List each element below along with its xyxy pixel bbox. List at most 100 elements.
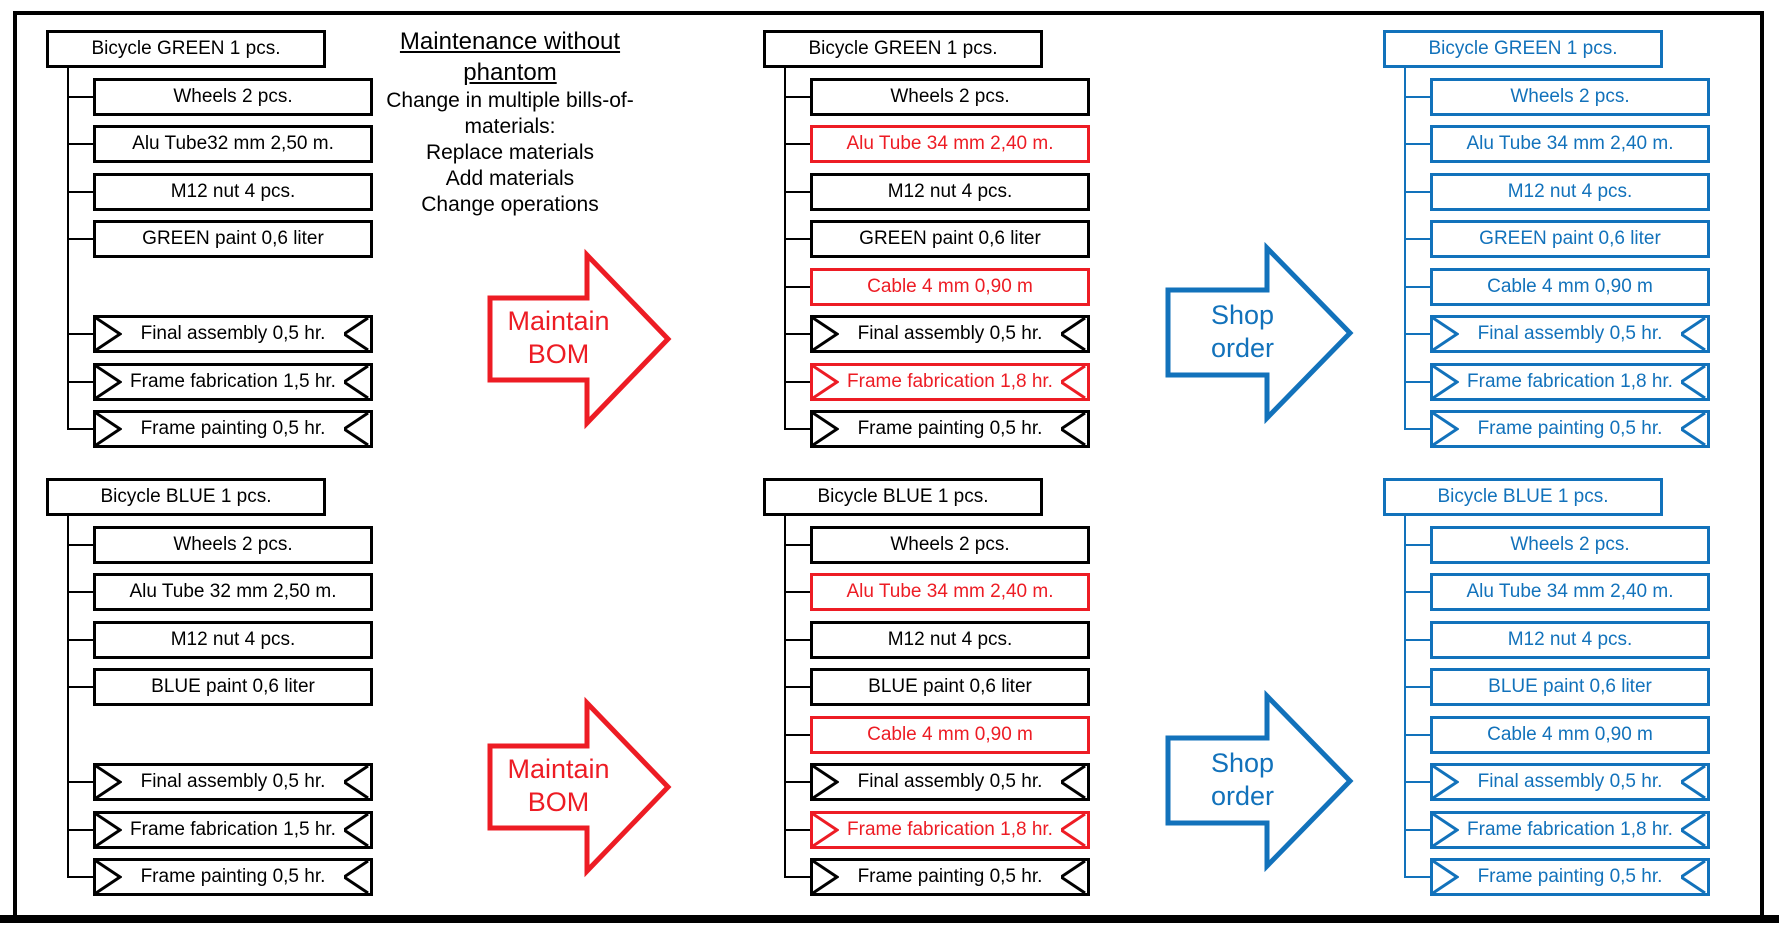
operation-label: Final assembly 0,5 hr. <box>140 323 326 344</box>
material-label: Alu Tube 34 mm 2,40 m. <box>1466 133 1674 154</box>
material-label: Cable 4 mm 0,90 m <box>1487 275 1653 297</box>
title-body-line: Change operations <box>421 193 599 216</box>
material-label: BLUE paint 0,6 liter <box>151 676 315 697</box>
tree-branch-line <box>784 543 810 546</box>
material-box: M12 nut 4 pcs. <box>93 172 373 211</box>
tree-branch-line <box>784 733 810 736</box>
tree-branch-line <box>1404 733 1430 736</box>
material-box: Cable 4 mm 0,90 m <box>1430 267 1710 306</box>
tree-branch-line <box>1404 380 1430 383</box>
operation-box: Frame painting 0,5 hr. <box>810 410 1090 448</box>
tree-branch-line <box>1404 238 1430 240</box>
operation-label: Final assembly 0,5 hr. <box>1477 771 1663 792</box>
operation-chevron-left-icon <box>1433 365 1459 398</box>
material-label: Alu Tube 34 mm 2,40 m. <box>1466 581 1674 602</box>
operation-box: Final assembly 0,5 hr. <box>1430 315 1710 353</box>
tree-trunk-line <box>67 516 69 877</box>
tree-branch-line <box>784 591 810 593</box>
tree-branch-line <box>784 876 810 878</box>
tree-branch-line <box>784 190 810 193</box>
tree-branch-line <box>67 543 93 546</box>
arrow-label-line: Shop <box>1210 748 1275 778</box>
tree-branch-line <box>1404 828 1430 831</box>
tree-branch-line <box>1404 428 1430 430</box>
material-label: M12 nut 4 pcs. <box>887 628 1013 650</box>
material-label: M12 nut 4 pcs. <box>170 180 296 202</box>
material-label: M12 nut 4 pcs. <box>1507 628 1633 650</box>
tree-branch-line <box>67 828 93 831</box>
operation-label: Final assembly 0,5 hr. <box>857 323 1043 344</box>
operation-chevron-right-icon <box>1061 861 1086 893</box>
arrow-label-line: order <box>1210 333 1275 363</box>
operation-chevron-left-icon <box>96 813 122 846</box>
tree-branch-line <box>1404 285 1430 288</box>
material-box: M12 nut 4 pcs. <box>1430 172 1710 211</box>
operation-box: Frame painting 0,5 hr. <box>810 858 1090 896</box>
operation-label: Frame painting 0,5 hr. <box>140 866 326 887</box>
material-box: Alu Tube 34 mm 2,40 m. <box>810 125 1090 163</box>
material-box: Wheels 2 pcs. <box>810 77 1090 116</box>
operation-label: Frame fabrication 1,8 hr. <box>847 818 1053 840</box>
operation-chevron-left-icon <box>1433 318 1459 350</box>
material-label: Cable 4 mm 0,90 m <box>867 275 1033 297</box>
operation-box: Frame fabrication 1,5 hr. <box>93 362 373 401</box>
operation-chevron-left-icon <box>1433 861 1459 893</box>
operation-chevron-right-icon <box>344 318 369 350</box>
arrow-label-line: Maintain <box>507 306 610 336</box>
operation-label: Frame fabrication 1,8 hr. <box>847 370 1053 392</box>
operation-chevron-right-icon <box>1061 413 1086 445</box>
title-body-line: Add materials <box>445 167 575 190</box>
material-box: Alu Tube 32 mm 2,50 m. <box>93 573 373 611</box>
arrow-label-line: Shop <box>1210 300 1275 330</box>
tree-branch-line <box>784 781 810 783</box>
operation-chevron-right-icon <box>1681 318 1706 350</box>
operation-label: Final assembly 0,5 hr. <box>140 771 326 792</box>
material-label: Wheels 2 pcs. <box>1510 85 1630 107</box>
material-box: BLUE paint 0,6 liter <box>810 668 1090 706</box>
tree-branch-line <box>67 190 93 193</box>
tree-root-box: Bicycle GREEN 1 pcs. <box>1383 30 1663 68</box>
material-box: Wheels 2 pcs. <box>93 77 373 116</box>
operation-chevron-right-icon <box>1681 813 1706 846</box>
tree-branch-line <box>784 333 810 335</box>
material-box: Alu Tube 34 mm 2,40 m. <box>1430 573 1710 611</box>
tree-branch-line <box>67 686 93 688</box>
tree-branch-line <box>67 143 93 145</box>
operation-chevron-right-icon <box>344 365 369 398</box>
operation-box: Final assembly 0,5 hr. <box>810 315 1090 353</box>
tree-branch-line <box>1404 591 1430 593</box>
material-box: BLUE paint 0,6 liter <box>93 668 373 706</box>
material-label: BLUE paint 0,6 liter <box>1488 676 1652 697</box>
material-label: Wheels 2 pcs. <box>890 85 1010 107</box>
operation-chevron-right-icon <box>1061 318 1086 350</box>
material-label: GREEN paint 0,6 liter <box>859 228 1041 249</box>
tree-trunk-line <box>1404 68 1406 429</box>
material-box: GREEN paint 0,6 liter <box>1430 220 1710 258</box>
tree-root-box: Bicycle BLUE 1 pcs. <box>763 478 1043 516</box>
tree-branch-line <box>67 638 93 641</box>
material-label: Alu Tube 34 mm 2,40 m. <box>846 133 1054 154</box>
operation-box: Frame painting 0,5 hr. <box>1430 410 1710 448</box>
operation-chevron-right-icon <box>1681 413 1706 445</box>
operation-label: Frame painting 0,5 hr. <box>857 866 1043 887</box>
operation-chevron-left-icon <box>96 365 122 398</box>
material-box: M12 nut 4 pcs. <box>1430 620 1710 659</box>
tree-root-box: Bicycle BLUE 1 pcs. <box>1383 478 1663 516</box>
material-label: Alu Tube 34 mm 2,40 m. <box>846 581 1054 602</box>
material-label: M12 nut 4 pcs. <box>1507 180 1633 202</box>
operation-chevron-right-icon <box>344 861 369 893</box>
arrow-label-line: BOM <box>527 339 590 369</box>
material-box: M12 nut 4 pcs. <box>810 172 1090 211</box>
tree-branch-line <box>1404 876 1430 878</box>
tree-branch-line <box>784 95 810 98</box>
material-box: Alu Tube 34 mm 2,40 m. <box>1430 125 1710 163</box>
tree-root-box: Bicycle GREEN 1 pcs. <box>763 30 1043 68</box>
operation-chevron-right-icon <box>1061 813 1086 846</box>
material-box: Cable 4 mm 0,90 m <box>1430 715 1710 754</box>
